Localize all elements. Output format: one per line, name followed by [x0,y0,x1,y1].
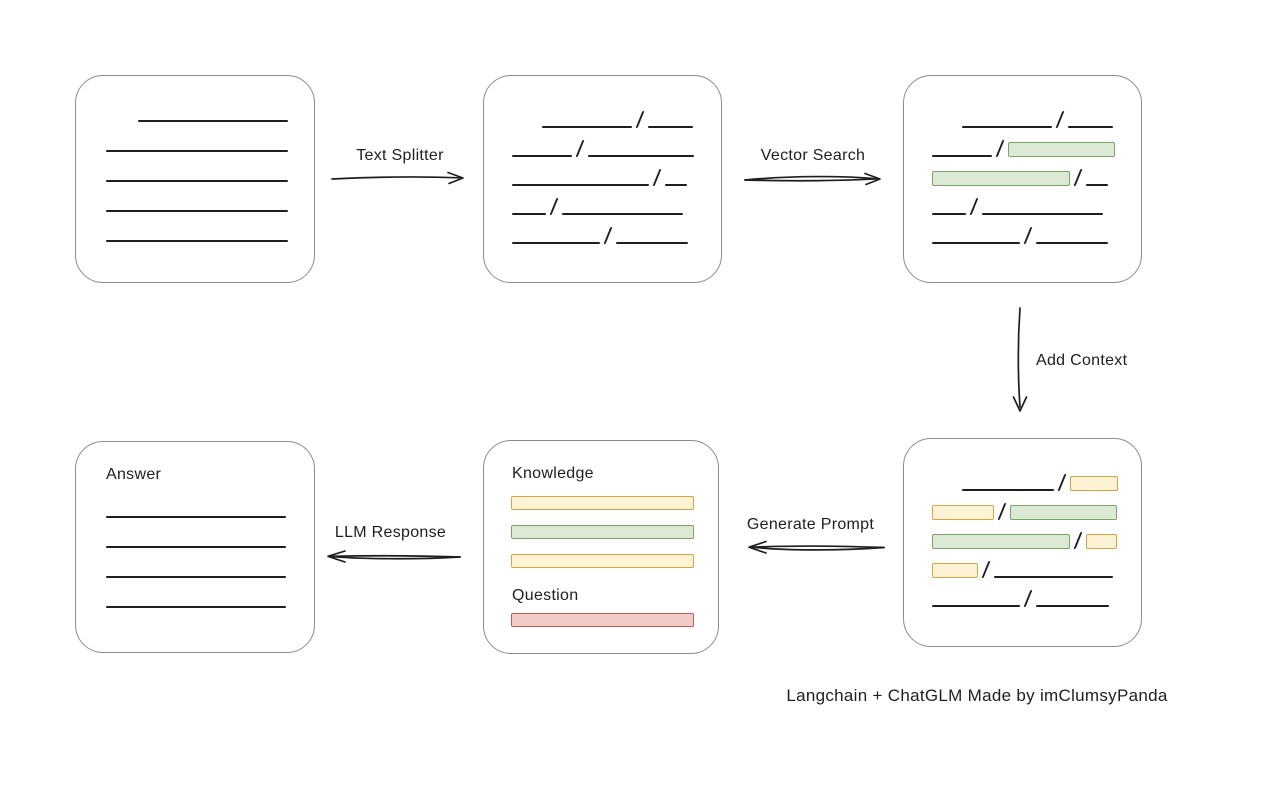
text-line [106,606,286,608]
knowledge-label: Knowledge [512,465,594,482]
text-line [932,155,992,157]
text-line [1036,242,1108,244]
chunk-row [932,140,1115,157]
knowledge-bars [511,496,694,568]
llm-response-label: LLM Response [334,524,447,541]
slash-separator [575,140,585,157]
text-line [1036,605,1109,607]
slash-separator [635,111,645,128]
text-line [106,546,286,548]
text-line [512,242,600,244]
slash-separator [997,503,1007,520]
chunk-row [932,561,1118,578]
chunk-row [512,140,694,157]
text-splitter-arrow-icon [331,171,464,185]
llm-response-arrow-icon [327,550,461,563]
text-line [512,213,546,215]
slash-separator [652,169,662,186]
chunk-yellow [1086,534,1117,549]
slash-separator [1023,227,1033,244]
caption-text: Langchain + ChatGLM Made by imClumsyPand… [786,686,1168,705]
text-line [962,126,1052,128]
text-line [512,184,649,186]
text-line [616,242,688,244]
node-context-chunks [903,438,1142,647]
chunk-yellow [932,505,994,520]
prompt-bar-yellow [511,496,694,510]
text-line [106,150,288,152]
text-line [932,213,966,215]
chunk-row [512,111,694,128]
split-chunk-rows [512,111,694,244]
text-line [1086,184,1108,186]
slash-separator [1057,474,1067,491]
chunk-row [932,590,1118,607]
slash-separator [1073,532,1083,549]
add-context-arrow-icon [1012,307,1028,412]
text-line [962,489,1054,491]
node-prompt: Knowledge Question [483,440,719,654]
chunk-green [932,171,1070,186]
document-lines [106,120,288,242]
vector-search-label: Vector Search [760,147,866,164]
slash-separator [603,227,613,244]
text-line [106,516,286,518]
text-line [648,126,693,128]
generate-prompt-arrow-icon [748,540,885,554]
node-source-document [75,75,315,283]
answer-lines [106,516,286,608]
vector-result-rows [932,111,1115,244]
add-context-label: Add Context [1036,352,1128,369]
text-line [106,210,288,212]
text-line [562,213,683,215]
chunk-green [1010,505,1117,520]
slash-separator [1055,111,1065,128]
slash-separator [981,561,991,578]
text-line [106,180,288,182]
chunk-row [932,474,1118,491]
text-line [106,576,286,578]
text-line [512,155,572,157]
text-line [1068,126,1113,128]
prompt-bar-yellow [511,554,694,568]
slash-separator [1023,590,1033,607]
chunk-row [932,227,1115,244]
text-line [138,120,288,122]
question-bar-red [511,613,694,627]
node-vector-search-result [903,75,1142,283]
chunk-row [932,111,1115,128]
slash-separator [549,198,559,215]
chunk-row [932,198,1115,215]
slash-separator [969,198,979,215]
chunk-yellow [1070,476,1118,491]
text-line [542,126,632,128]
text-line [588,155,694,157]
chunk-row [932,169,1115,186]
slash-separator [995,140,1005,157]
node-split-chunks [483,75,722,283]
answer-label: Answer [106,466,162,483]
text-line [994,576,1113,578]
chunk-green [1008,142,1115,157]
chunk-row [512,227,694,244]
node-answer: Answer [75,441,315,653]
text-line [932,605,1020,607]
context-chunk-rows [932,474,1118,607]
text-line [932,242,1020,244]
slash-separator [1073,169,1083,186]
chunk-row [512,169,694,186]
text-line [982,213,1103,215]
chunk-yellow [932,563,978,578]
chunk-row [932,532,1118,549]
chunk-row [512,198,694,215]
prompt-bar-green [511,525,694,539]
text-splitter-label: Text Splitter [356,147,444,164]
vector-search-arrow-icon [744,172,881,186]
chunk-row [932,503,1118,520]
question-label: Question [512,587,579,604]
text-line [665,184,687,186]
text-line [106,240,288,242]
generate-prompt-label: Generate Prompt [746,516,875,533]
chunk-green [932,534,1070,549]
